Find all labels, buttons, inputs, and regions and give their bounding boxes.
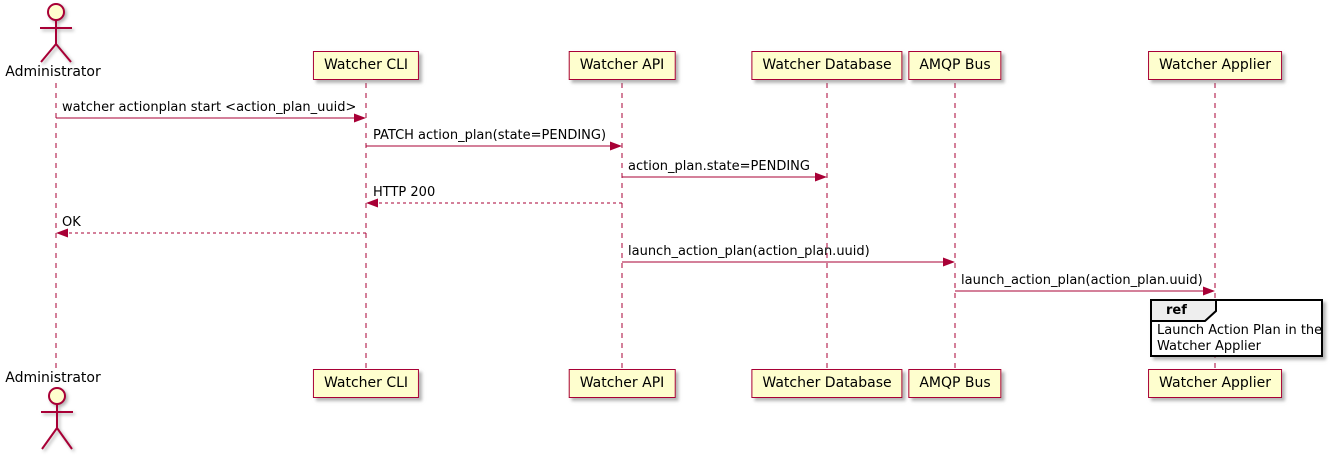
participant-watcher-cli-bottom: Watcher CLI <box>312 369 420 398</box>
message-arrow-1 <box>56 113 366 123</box>
message-label-2: PATCH action_plan(state=PENDING) <box>373 128 607 143</box>
ref-text-line-2: Watcher Applier <box>1157 339 1261 354</box>
participant-watcher-api-bottom: Watcher API <box>568 369 676 398</box>
message-label-7: launch_action_plan(action_plan.uuid) <box>961 273 1203 288</box>
actor-label-administrator-top: Administrator <box>5 64 101 80</box>
message-arrow-2 <box>366 141 622 151</box>
message-arrow-3 <box>622 172 827 182</box>
lifelines <box>55 83 1216 369</box>
message-label-6: launch_action_plan(action_plan.uuid) <box>628 244 870 259</box>
actor-figure-bottom-icon <box>41 387 73 450</box>
arrowhead-icon <box>354 113 366 123</box>
actor-label-administrator-bottom: Administrator <box>5 370 101 386</box>
message-arrow-5 <box>56 228 366 238</box>
message-arrow-7 <box>955 286 1215 296</box>
arrowhead-icon <box>56 228 68 238</box>
participant-watcher-api-top: Watcher API <box>568 51 676 80</box>
ref-fragment: ref Launch Action Plan in the Watcher Ap… <box>1150 299 1323 357</box>
participant-watcher-applier-bottom: Watcher Applier <box>1148 369 1282 398</box>
participant-amqp-bus-bottom: AMQP Bus <box>908 369 1002 398</box>
message-label-3: action_plan.state=PENDING <box>628 159 810 174</box>
ref-keyword: ref <box>1166 303 1187 318</box>
arrowhead-icon <box>610 141 622 151</box>
message-label-1: watcher actionplan start <action_plan_uu… <box>62 100 357 115</box>
participant-watcher-database-top: Watcher Database <box>751 51 903 80</box>
arrowhead-icon <box>943 257 955 267</box>
actor-figure-top-icon <box>40 3 72 63</box>
ref-tab-shape-icon <box>1150 299 1217 322</box>
ref-text-line-1: Launch Action Plan in the <box>1157 323 1323 338</box>
participant-watcher-database-bottom: Watcher Database <box>751 369 903 398</box>
participant-amqp-bus-top: AMQP Bus <box>908 51 1002 80</box>
message-label-4: HTTP 200 <box>373 185 436 200</box>
arrowhead-icon <box>366 198 378 208</box>
participant-watcher-cli-top: Watcher CLI <box>312 51 420 80</box>
message-label-5: OK <box>62 215 81 230</box>
arrowhead-icon <box>1203 286 1215 296</box>
message-arrow-4 <box>366 198 622 208</box>
arrowhead-icon <box>815 172 827 182</box>
message-arrow-6 <box>622 257 955 267</box>
participant-watcher-applier-top: Watcher Applier <box>1148 51 1282 80</box>
